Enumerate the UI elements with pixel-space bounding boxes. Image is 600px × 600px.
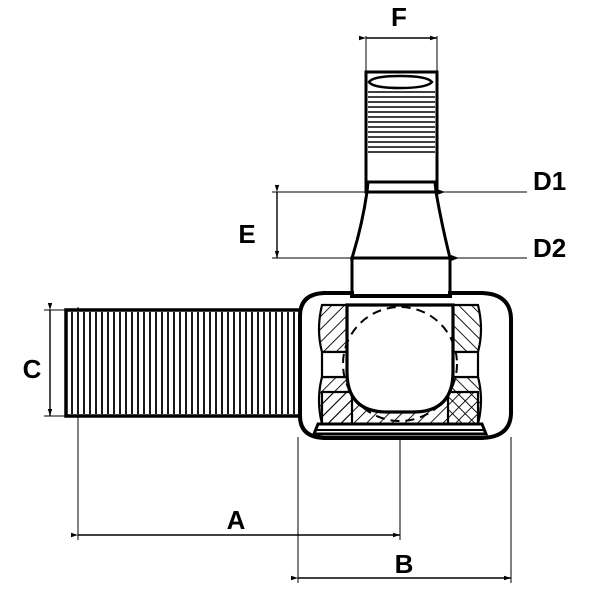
tapered-shank bbox=[349, 190, 452, 260]
dimension-label-d2: D2 bbox=[533, 233, 566, 263]
d1-tick bbox=[437, 189, 445, 195]
d2-tick bbox=[451, 255, 459, 261]
dimension-label-d1: D1 bbox=[533, 166, 566, 196]
arm-housing-junction bbox=[300, 308, 302, 418]
dimension-label-c: C bbox=[23, 354, 42, 384]
neck-collar-body bbox=[350, 256, 452, 298]
taper-reference-ticks bbox=[437, 189, 459, 261]
ball-element bbox=[342, 303, 458, 422]
housing-bottom-plate bbox=[311, 422, 489, 436]
threaded-stud bbox=[364, 70, 439, 194]
dimension-label-a: A bbox=[227, 505, 246, 535]
neck-collar bbox=[350, 256, 452, 298]
dimension-label-f: F bbox=[391, 2, 407, 32]
dimension-label-b: B bbox=[395, 549, 414, 579]
threaded-stud-thread-lines bbox=[368, 91, 435, 153]
ball-dashed-circle bbox=[342, 306, 458, 422]
threaded-stud-cap bbox=[367, 74, 434, 90]
threaded-shank-arm-thread-lines bbox=[71, 312, 295, 414]
tapered-shank-outline bbox=[349, 190, 452, 260]
dimension-arrows-group bbox=[47, 35, 511, 581]
dimension-label-e: E bbox=[238, 219, 255, 249]
threaded-shank-arm bbox=[64, 308, 304, 418]
